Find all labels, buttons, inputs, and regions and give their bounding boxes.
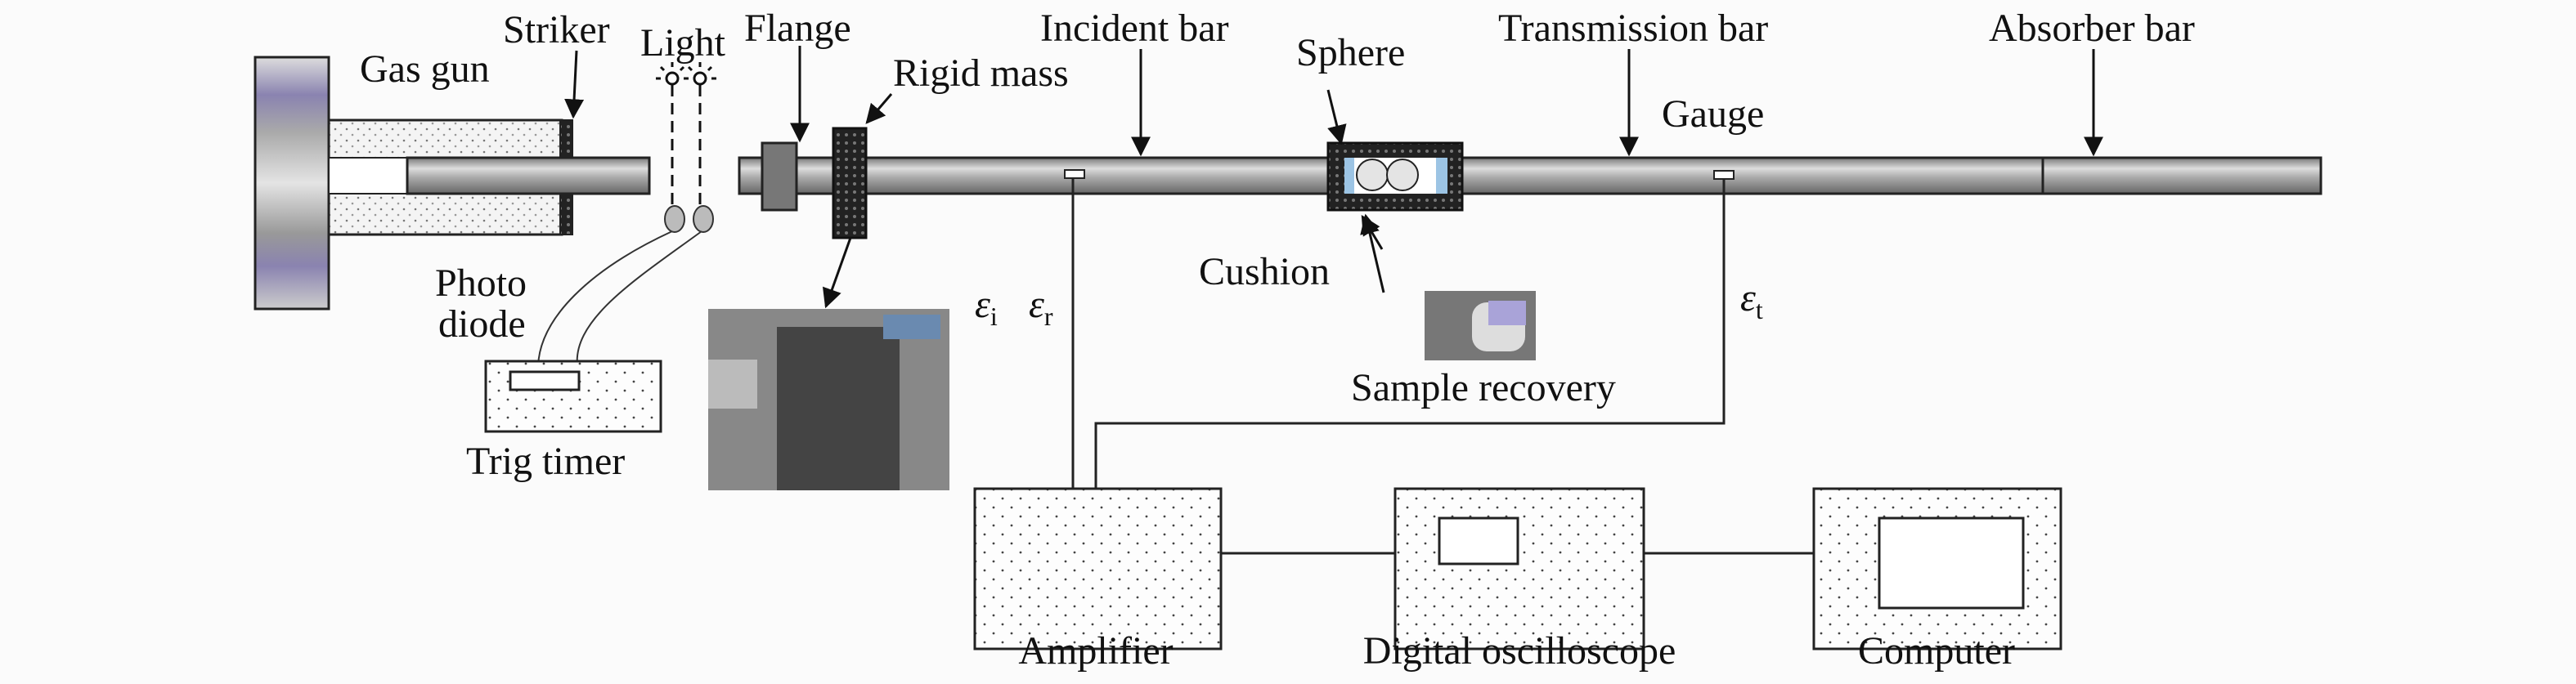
sample-recovery-photo bbox=[1425, 291, 1536, 360]
label-epsilon-r: εr bbox=[1029, 283, 1053, 331]
label-epsilon-t: εt bbox=[1740, 276, 1763, 324]
label-amplifier: Amplifier bbox=[1018, 629, 1173, 673]
label-oscilloscope: Digital oscilloscope bbox=[1363, 629, 1676, 673]
gas-gun bbox=[254, 56, 573, 311]
amplifier-box bbox=[973, 487, 1223, 650]
signal-wires bbox=[1071, 178, 1814, 555]
label-incident-bar: Incident bar bbox=[1040, 7, 1229, 50]
striker-bar bbox=[406, 156, 651, 195]
incident-gauge bbox=[1064, 169, 1085, 179]
rigid-mass-photo bbox=[708, 309, 949, 490]
label-computer: Computer bbox=[1858, 629, 2015, 673]
label-gauge: Gauge bbox=[1662, 92, 1764, 136]
label-diode: diode bbox=[438, 302, 526, 346]
transmission-bar bbox=[1461, 156, 2044, 195]
label-gas-gun: Gas gun bbox=[360, 47, 490, 91]
oscilloscope-box bbox=[1393, 487, 1645, 650]
label-photo: Photo bbox=[435, 262, 527, 305]
computer-box bbox=[1812, 487, 2062, 650]
transmission-gauge bbox=[1713, 170, 1735, 180]
label-trig-timer: Trig timer bbox=[466, 440, 625, 483]
flange bbox=[761, 141, 798, 212]
label-absorber-bar: Absorber bar bbox=[1989, 7, 2195, 50]
label-sphere: Sphere bbox=[1296, 31, 1405, 74]
pointer-arrows bbox=[564, 46, 2103, 309]
label-light: Light bbox=[640, 21, 726, 65]
label-epsilon-i: εi bbox=[975, 283, 998, 331]
light-icon bbox=[656, 62, 716, 208]
sphere-assembly bbox=[1326, 141, 1464, 212]
label-rigid-mass: Rigid mass bbox=[893, 51, 1069, 95]
label-striker: Striker bbox=[503, 8, 610, 51]
absorber-bar bbox=[2041, 156, 2322, 195]
label-sample-recovery: Sample recovery bbox=[1351, 366, 1616, 409]
incident-bar bbox=[738, 156, 1330, 195]
photodiode bbox=[537, 205, 714, 367]
label-transmission-bar: Transmission bar bbox=[1498, 7, 1768, 50]
rigid-mass bbox=[832, 127, 868, 239]
label-flange: Flange bbox=[744, 7, 851, 50]
label-cushion: Cushion bbox=[1199, 250, 1330, 293]
trig-timer bbox=[484, 360, 662, 433]
